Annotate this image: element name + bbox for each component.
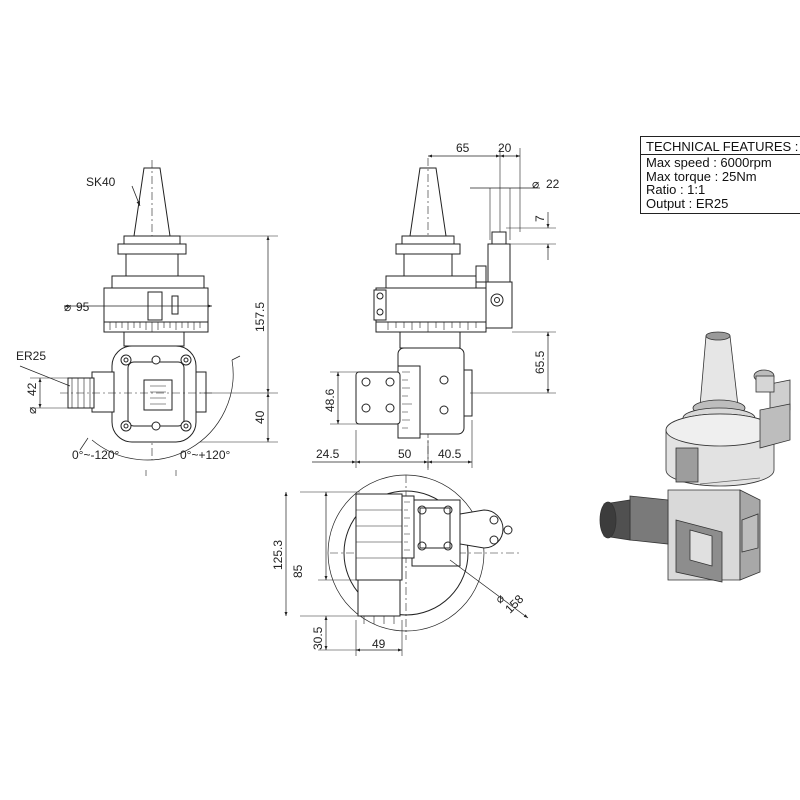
label-dia-158: 158 — [502, 592, 526, 616]
label-125-3: 125.3 — [271, 540, 285, 570]
label-20: 20 — [498, 141, 512, 155]
top-view — [284, 474, 529, 656]
feature-ratio: Ratio : 1:1 — [646, 182, 706, 197]
label-65-5: 65.5 — [533, 350, 547, 374]
front-side-block — [195, 371, 207, 413]
front-spindle — [91, 371, 115, 413]
label-rot-left: 0°~-120° — [72, 448, 119, 462]
technical-features-divider — [641, 154, 800, 155]
label-24-5: 24.5 — [316, 447, 340, 461]
side-collet-block — [355, 371, 401, 425]
technical-features-title: TECHNICAL FEATURES : — [646, 139, 799, 154]
feature-max-speed: Max speed : 6000rpm — [646, 155, 772, 170]
front-bolt-2 — [180, 354, 192, 366]
label-50: 50 — [398, 447, 412, 461]
label-dia-42: 42 — [25, 382, 39, 396]
svg-text:⌀: ⌀ — [25, 407, 39, 414]
label-40: 40 — [253, 410, 267, 424]
side-labels: 65 20 ⌀ 22 7 65.5 48.6 24.5 50 40.5 — [316, 141, 560, 461]
front-bolt-4 — [180, 420, 192, 432]
front-slot-2 — [171, 295, 179, 315]
label-40-5: 40.5 — [438, 447, 462, 461]
feature-output: Output : ER25 — [646, 195, 729, 211]
label-49: 49 — [372, 637, 386, 651]
label-dia-22: 22 — [546, 177, 560, 191]
svg-text:⌀: ⌀ — [64, 300, 71, 314]
front-nameplate — [143, 379, 173, 411]
product-render — [599, 331, 791, 583]
top-stop-arm — [459, 509, 504, 549]
render-spindle — [629, 495, 669, 545]
label-sk40: SK40 — [86, 175, 116, 189]
top-spindle-body — [355, 493, 403, 581]
label-7: 7 — [533, 215, 547, 222]
front-rotation-arc — [91, 359, 234, 461]
front-labels: SK40 95 ⌀ ER25 42 ⌀ 0°~-120° 0°~+120° 15… — [16, 175, 267, 462]
render-taper — [699, 335, 739, 407]
side-housing — [375, 287, 487, 333]
feature-max-torque: Max torque : 25Nm — [646, 168, 757, 184]
side-view — [312, 148, 556, 470]
front-flange-2 — [117, 243, 187, 255]
label-65: 65 — [456, 141, 470, 155]
front-neck — [123, 331, 185, 347]
label-85: 85 — [291, 564, 305, 578]
label-48-6: 48.6 — [323, 388, 337, 412]
label-rot-right: 0°~+120° — [180, 448, 231, 462]
technical-features-list: Max speed : 6000rpm Max torque : 25Nm Ra… — [646, 156, 772, 210]
top-scale-strip — [401, 495, 415, 559]
top-collet-nut — [357, 579, 401, 617]
technical-features-box: TECHNICAL FEATURES : Max speed : 6000rpm… — [640, 136, 800, 214]
side-scale-plate — [397, 365, 421, 439]
front-bolt-1 — [120, 354, 132, 366]
front-bolt-3 — [120, 420, 132, 432]
label-157-5: 157.5 — [253, 302, 267, 332]
label-er25: ER25 — [16, 349, 46, 363]
front-housing-top — [111, 275, 205, 289]
svg-text:⌀: ⌀ — [532, 177, 539, 191]
front-collar — [125, 253, 179, 277]
front-view — [19, 160, 278, 476]
label-30-5: 30.5 — [311, 626, 325, 650]
label-dia-95: 95 — [76, 300, 90, 314]
front-flange-1 — [123, 235, 181, 245]
front-scale — [109, 322, 201, 332]
